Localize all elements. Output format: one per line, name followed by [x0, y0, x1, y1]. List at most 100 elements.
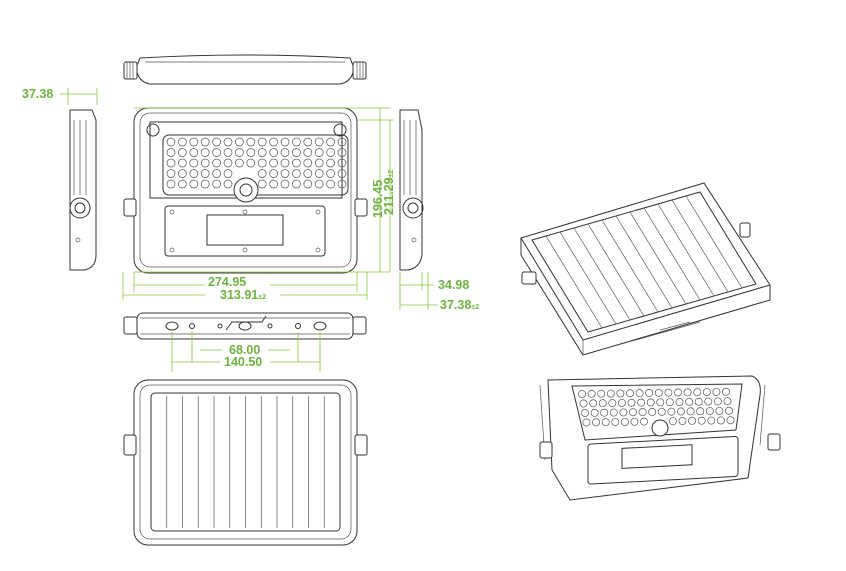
led-dot: [326, 137, 335, 147]
led-dot: [280, 137, 290, 147]
iso-led-dot: [678, 417, 687, 425]
iso-led-dot: [645, 389, 654, 397]
iso-led-dot: [646, 398, 655, 407]
led-dot: [178, 169, 187, 178]
dim-led-height: 196.45: [371, 180, 385, 218]
led-dot: [257, 148, 267, 157]
iso-solar-cell-divider: [615, 215, 673, 309]
led-dot: [189, 137, 199, 147]
led-dot: [326, 169, 335, 178]
led-dot: [235, 148, 244, 157]
iso-led-dot: [667, 407, 676, 416]
led-dot: [189, 169, 199, 178]
led-dot: [337, 158, 347, 168]
iso-led-dot: [578, 390, 586, 398]
led-dot: [326, 158, 335, 168]
led-dot: [235, 158, 244, 168]
led-dot: [200, 148, 210, 157]
iso-led-dot: [637, 398, 646, 407]
led-dot: [257, 158, 267, 168]
led-dot: [292, 148, 301, 157]
iso-solar-cell-divider: [587, 223, 645, 317]
iso-led-dot: [597, 389, 606, 398]
led-dot: [178, 179, 187, 189]
iso-led-dot: [657, 407, 666, 416]
led-dot: [166, 169, 176, 178]
led-dot: [337, 169, 347, 178]
iso-led-dot: [600, 408, 609, 417]
dim-right-depth: 34.98: [438, 278, 469, 292]
led-dot: [269, 148, 278, 157]
led-dot: [246, 148, 256, 157]
led-dot: [292, 179, 301, 189]
led-dot: [200, 158, 210, 168]
led-dot: [257, 137, 267, 147]
led-dot: [280, 179, 290, 189]
led-dot: [212, 158, 221, 168]
led-dot: [303, 137, 313, 147]
iso-led-dot: [702, 388, 711, 396]
iso-led-dot: [694, 397, 703, 406]
led-dot: [292, 158, 301, 168]
svg-text:37.38±2: 37.38±2: [440, 298, 479, 312]
led-dot: [269, 137, 278, 147]
iso-led-dot: [722, 387, 730, 396]
led-dot: [223, 148, 233, 157]
iso-led-dot: [611, 418, 620, 426]
right-side-view: [399, 109, 424, 271]
iso-solar-cell-divider: [545, 235, 603, 329]
dim-total-width-tol: ±2: [258, 294, 266, 301]
led-dot: [178, 148, 187, 157]
iso-solar-cell-divider: [685, 195, 743, 289]
iso-solar-cell-divider: [559, 231, 617, 325]
dim-total-width: 313.91: [220, 288, 258, 302]
left-side-view: [69, 109, 97, 271]
iso-led-dot: [629, 408, 637, 417]
led-dot: [212, 169, 221, 178]
led-dot: [280, 148, 290, 157]
dimension-lines: [60, 88, 438, 372]
led-dot: [200, 169, 210, 178]
dim-right-total-depth: 37.38: [440, 298, 471, 312]
iso-led-dot: [715, 406, 724, 415]
dim-side-depth: 37.38: [22, 87, 53, 101]
front-solar-view: [123, 379, 368, 546]
iso-led-dot: [630, 417, 639, 426]
iso-led-dot: [620, 417, 629, 426]
iso-led-dot: [685, 397, 694, 406]
dim-hole-outer: 140.50: [224, 355, 262, 369]
dim-total-height-tol: ±2: [388, 170, 395, 178]
svg-text:313.91±2: 313.91±2: [220, 288, 266, 302]
iso-led-dot: [601, 418, 610, 427]
iso-led-dot: [696, 407, 705, 416]
led-dot: [303, 169, 313, 178]
dimension-labels: 37.38 196.45 211.29±2 274.95 313.91±2 34…: [22, 87, 479, 369]
iso-led-dot: [723, 397, 732, 406]
dim-body-width: 274.95: [208, 275, 246, 289]
led-dot: [223, 169, 233, 178]
led-dot: [178, 158, 187, 168]
led-dot: [269, 169, 278, 178]
iso-led-dot: [677, 407, 685, 416]
led-dot: [166, 137, 176, 147]
led-dot: [166, 148, 176, 157]
led-dot: [189, 158, 199, 168]
led-dot: [257, 179, 267, 189]
iso-back-view: [539, 375, 781, 501]
led-dot: [292, 169, 301, 178]
dim-right-total-depth-tol: ±2: [471, 304, 479, 311]
iso-led-dot: [590, 408, 599, 417]
led-dot: [212, 148, 221, 157]
led-dot: [200, 179, 210, 189]
led-dot: [212, 179, 221, 189]
iso-led-dot: [648, 408, 657, 416]
iso-led-dot: [704, 397, 713, 406]
iso-led-dot: [592, 418, 601, 427]
led-dot: [200, 137, 210, 147]
dim-hole-inner: 68.00: [229, 343, 260, 357]
led-dot: [303, 158, 313, 168]
led-dot: [314, 179, 324, 189]
iso-led-dot: [640, 417, 649, 426]
iso-led-dot: [713, 397, 722, 406]
